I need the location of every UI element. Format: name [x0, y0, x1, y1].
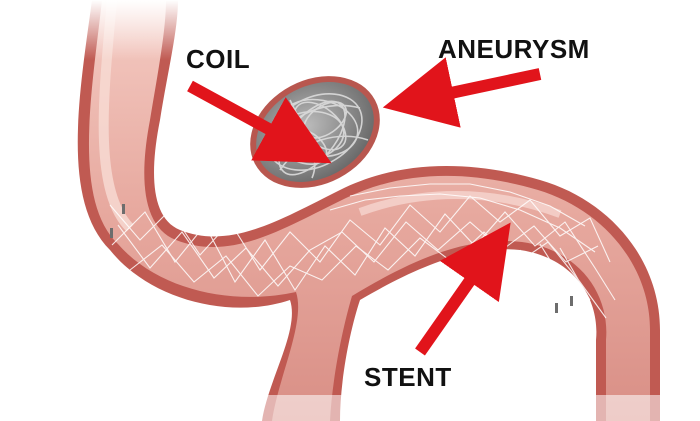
aneurysm-arrow: [382, 57, 542, 128]
stent-mesh: [109, 183, 616, 319]
stent-label: STENT: [364, 362, 452, 392]
vessel-fade-bottom-right: [580, 395, 670, 421]
pointer-arrows: [187, 57, 542, 356]
coil-arrow: [187, 80, 332, 164]
stent-arrow: [415, 222, 511, 356]
coil-label: COIL: [186, 44, 251, 74]
aneurysm-label: ANEURYSM: [438, 34, 590, 64]
stent-markers: [110, 204, 573, 313]
vessel-fade-top: [60, 0, 200, 60]
vessel-fade-bottom-left: [240, 395, 360, 421]
